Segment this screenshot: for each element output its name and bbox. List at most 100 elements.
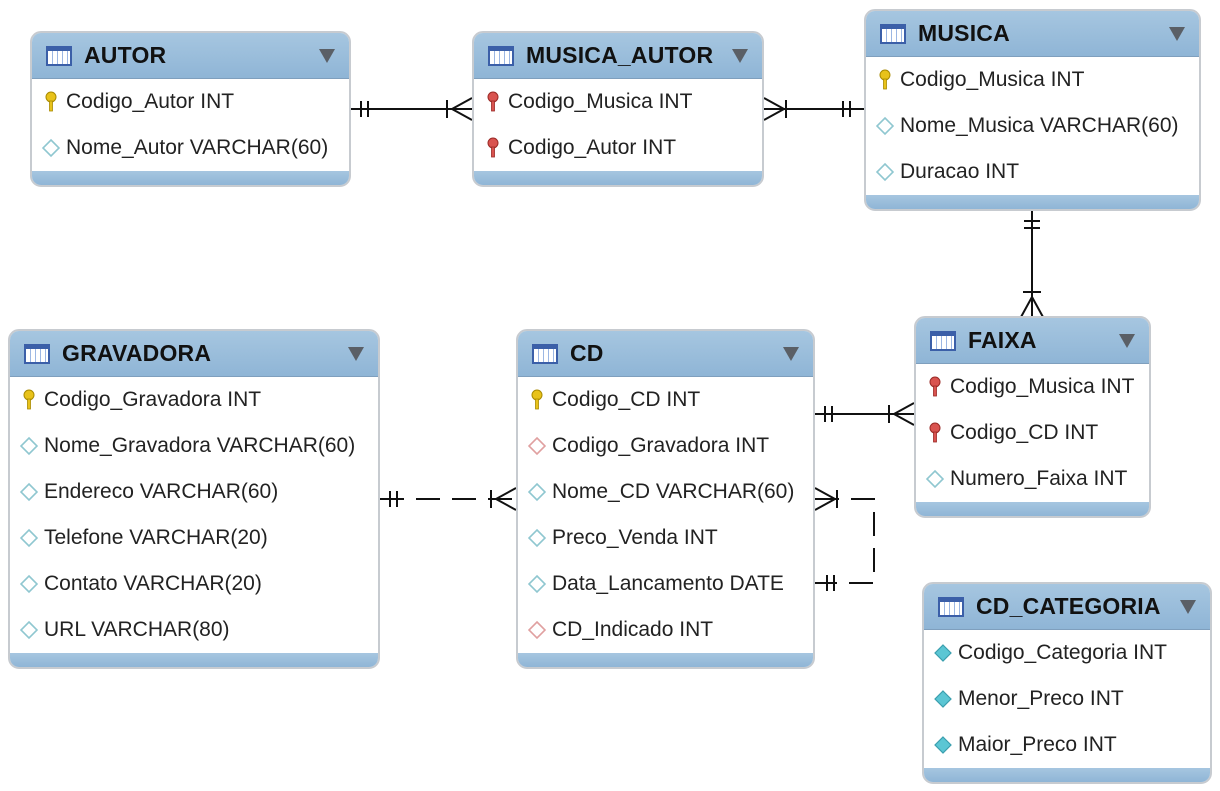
collapse-arrow-icon[interactable] xyxy=(348,346,364,361)
column-label: Duracao INT xyxy=(900,160,1020,183)
column-label: Codigo_Autor INT xyxy=(66,90,235,113)
foreign-key-icon xyxy=(487,91,499,112)
column-row[interactable]: Codigo_CD INT xyxy=(916,410,1149,456)
table-icon xyxy=(46,45,72,66)
collapse-arrow-icon[interactable] xyxy=(732,48,748,63)
rel-cd-faixa[interactable] xyxy=(815,402,915,426)
column-row[interactable]: Codigo_Gravadora INT xyxy=(518,423,813,469)
column-row[interactable]: CD_Indicado INT xyxy=(518,607,813,653)
column-label: Nome_Autor VARCHAR(60) xyxy=(66,136,329,159)
table-title: FAIXA xyxy=(968,327,1037,353)
column-label: Codigo_Musica INT xyxy=(900,68,1085,91)
column-label: Codigo_Gravadora INT xyxy=(552,434,770,457)
filled-column-diamond-icon xyxy=(934,644,952,662)
table-title: MUSICA xyxy=(918,20,1010,46)
rel-autor-musica-autor[interactable] xyxy=(351,97,473,121)
column-label: Codigo_Musica INT xyxy=(950,375,1135,398)
column-label: Codigo_Autor INT xyxy=(508,136,677,159)
table-icon xyxy=(880,23,906,44)
table-icon xyxy=(488,45,514,66)
table-musica-autor[interactable]: MUSICA_AUTOR Codigo_Musica INT Codigo_Au… xyxy=(472,31,764,187)
column-row[interactable]: Codigo_Musica INT xyxy=(916,364,1149,410)
column-label: CD_Indicado INT xyxy=(552,618,714,641)
column-label: Codigo_CD INT xyxy=(950,421,1099,444)
column-row[interactable]: URL VARCHAR(80) xyxy=(10,607,378,653)
foreign-key-icon xyxy=(929,422,941,443)
foreign-key-icon xyxy=(929,376,941,397)
column-diamond-icon xyxy=(528,528,546,548)
column-label: Codigo_CD INT xyxy=(552,388,701,411)
table-icon xyxy=(24,343,50,364)
column-row[interactable]: Data_Lancamento DATE xyxy=(518,561,813,607)
rel-cd-self[interactable] xyxy=(814,487,875,591)
column-row[interactable]: Duracao INT xyxy=(866,149,1199,195)
column-row[interactable]: Telefone VARCHAR(20) xyxy=(10,515,378,561)
table-title: CD_CATEGORIA xyxy=(976,593,1161,619)
column-row[interactable]: Menor_Preco INT xyxy=(924,676,1210,722)
collapse-arrow-icon[interactable] xyxy=(783,346,799,361)
column-row[interactable]: Preco_Venda INT xyxy=(518,515,813,561)
table-title: AUTOR xyxy=(84,42,167,68)
table-footer xyxy=(518,653,813,667)
column-diamond-icon xyxy=(876,162,894,182)
column-row[interactable]: Maior_Preco INT xyxy=(924,722,1210,768)
primary-key-icon xyxy=(879,69,891,90)
column-row[interactable]: Nome_Autor VARCHAR(60) xyxy=(32,125,349,171)
table-musica[interactable]: MUSICA Codigo_Musica INT Nome_Musica VAR… xyxy=(864,9,1201,211)
column-label: Numero_Faixa INT xyxy=(950,467,1128,490)
table-faixa[interactable]: FAIXA Codigo_Musica INT Codigo_CD INT Nu… xyxy=(914,316,1151,518)
column-row[interactable]: Contato VARCHAR(20) xyxy=(10,561,378,607)
column-row[interactable]: Codigo_Autor INT xyxy=(474,125,762,171)
column-diamond-icon xyxy=(20,528,38,548)
primary-key-icon xyxy=(23,389,35,410)
column-row[interactable]: Codigo_Musica INT xyxy=(474,79,762,125)
column-diamond-icon xyxy=(926,469,944,489)
table-gravadora[interactable]: GRAVADORA Codigo_Gravadora INT Nome_Grav… xyxy=(8,329,380,669)
column-row[interactable]: Codigo_CD INT xyxy=(518,377,813,423)
column-row[interactable]: Codigo_Musica INT xyxy=(866,57,1199,103)
column-row[interactable]: Nome_CD VARCHAR(60) xyxy=(518,469,813,515)
column-row[interactable]: Numero_Faixa INT xyxy=(916,456,1149,502)
column-diamond-icon xyxy=(528,574,546,594)
collapse-arrow-icon[interactable] xyxy=(1119,333,1135,348)
table-cd[interactable]: CD Codigo_CD INT Codigo_Gravadora INT No… xyxy=(516,329,815,669)
table-header: MUSICA xyxy=(866,11,1199,57)
column-row[interactable]: Codigo_Categoria INT xyxy=(924,630,1210,676)
table-footer xyxy=(32,171,349,185)
column-diamond-icon xyxy=(20,482,38,502)
column-row[interactable]: Nome_Gravadora VARCHAR(60) xyxy=(10,423,378,469)
table-autor[interactable]: AUTOR Codigo_Autor INT Nome_Autor VARCHA… xyxy=(30,31,351,187)
table-header: FAIXA xyxy=(916,318,1149,364)
foreign-column-diamond-icon xyxy=(528,436,546,456)
collapse-arrow-icon[interactable] xyxy=(319,48,335,63)
column-label: Nome_CD VARCHAR(60) xyxy=(552,480,795,503)
table-icon xyxy=(930,330,956,351)
column-label: URL VARCHAR(80) xyxy=(44,618,230,641)
column-diamond-icon xyxy=(876,116,894,136)
table-footer xyxy=(474,171,762,185)
table-icon xyxy=(938,596,964,617)
column-label: Endereco VARCHAR(60) xyxy=(44,480,279,503)
column-row[interactable]: Endereco VARCHAR(60) xyxy=(10,469,378,515)
table-header: GRAVADORA xyxy=(10,331,378,377)
collapse-arrow-icon[interactable] xyxy=(1169,26,1185,41)
column-row[interactable]: Nome_Musica VARCHAR(60) xyxy=(866,103,1199,149)
column-label: Nome_Musica VARCHAR(60) xyxy=(900,114,1179,137)
column-label: Contato VARCHAR(20) xyxy=(44,572,262,595)
column-row[interactable]: Codigo_Autor INT xyxy=(32,79,349,125)
column-diamond-icon xyxy=(20,436,38,456)
column-label: Codigo_Categoria INT xyxy=(958,641,1167,664)
column-label: Preco_Venda INT xyxy=(552,526,718,549)
filled-column-diamond-icon xyxy=(934,736,952,754)
rel-musica-autor-musica[interactable] xyxy=(763,97,864,121)
table-header: MUSICA_AUTOR xyxy=(474,33,762,79)
column-row[interactable]: Codigo_Gravadora INT xyxy=(10,377,378,423)
rel-musica-faixa[interactable] xyxy=(1020,211,1044,318)
column-diamond-icon xyxy=(42,138,60,158)
rel-gravadora-cd[interactable] xyxy=(380,487,517,511)
column-label: Menor_Preco INT xyxy=(958,687,1124,710)
table-header: CD_CATEGORIA xyxy=(924,584,1210,630)
collapse-arrow-icon[interactable] xyxy=(1180,599,1196,614)
table-cd-categoria[interactable]: CD_CATEGORIA Codigo_Categoria INT Menor_… xyxy=(922,582,1212,784)
